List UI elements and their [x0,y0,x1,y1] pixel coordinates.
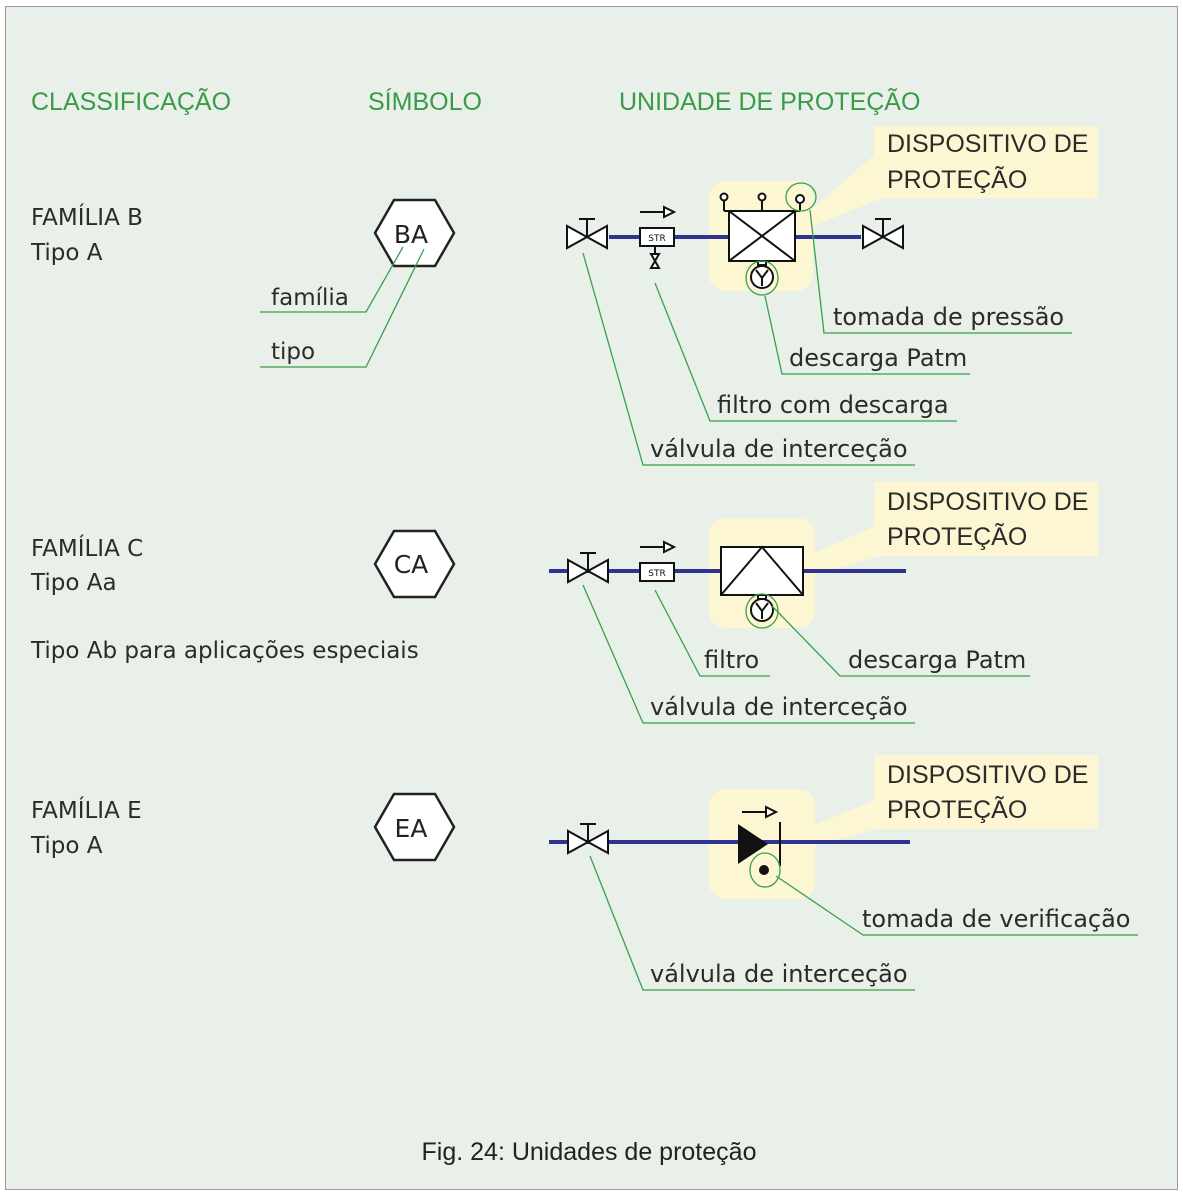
figure-frame [5,6,1178,1190]
type-label: Tipo Aa [30,570,117,596]
type-label: Tipo A [30,240,103,266]
header-classification: CLASSIFICAÇÃO [31,87,231,116]
symbol-code: EA [395,814,428,843]
shutoff-valve-icon [862,218,904,250]
valve-leader [582,584,915,724]
special-note: Tipo Ab para aplicações especiais [30,638,419,664]
device-label-1: DISPOSITIVO DE [887,761,1088,789]
family-label: FAMÍLIA C [31,534,143,562]
discharge-leader [771,605,1030,677]
check-tap-leader [775,875,1138,936]
valve-label: válvula de interceção [650,960,908,988]
device-label-1: DISPOSITIVO DE [887,488,1088,516]
symbol-code: BA [394,220,428,249]
device-label-2: PROTEÇÃO [887,795,1027,824]
family-leader-line [260,246,404,313]
pressure-tap-highlight [785,182,817,212]
type-label: Tipo A [30,833,103,859]
check-tap-highlight [749,852,781,888]
protection-device-icon [719,192,805,289]
filter-leader [654,282,957,422]
shutoff-valve-icon [566,218,608,250]
valve-leader [582,252,915,466]
figure-caption: Fig. 24: Unidades de proteção [422,1138,757,1166]
callout-pointer [806,150,880,228]
shutoff-valve-icon [567,823,609,855]
symbol-code: CA [394,550,429,579]
discharge-label: descarga Patm [848,646,1026,674]
protection-device-icon [720,545,804,622]
row-family-e: FAMÍLIA E Tipo A EA DISPOSITIVO DE PROTE… [30,755,1138,991]
family-label: FAMÍLIA B [31,203,143,231]
symbol-type-label: tipo [271,339,315,365]
pressure-tap-label: tomada de pressão [833,303,1064,331]
device-label-2: PROTEÇÃO [887,165,1027,194]
hexagon-symbol [373,792,456,862]
family-label: FAMÍLIA E [31,796,142,824]
device-callout-box [874,126,1098,198]
row-family-b: FAMÍLIA B Tipo A BA família tipo DISPOSI… [30,126,1098,466]
device-callout-box [874,482,1098,556]
header-unit: UNIDADE DE PROTEÇÃO [619,87,920,116]
pressure-tap-leader [809,209,1072,334]
hexagon-symbol [373,198,456,268]
check-valve-icon [738,805,781,875]
discharge-highlight [745,593,779,629]
shutoff-valve-icon [567,552,609,584]
row-family-c: FAMÍLIA C Tipo Aa Tipo Ab para aplicaçõe… [30,482,1098,724]
discharge-highlight [745,260,779,296]
device-callout-box [874,755,1098,829]
valve-label: válvula de interceção [650,693,908,721]
filter-icon: STR [639,205,677,269]
check-tap-label: tomada de verificação [862,905,1131,933]
device-label-1: DISPOSITIVO DE [887,130,1088,158]
discharge-leader [764,295,970,375]
callout-pointer [812,524,880,575]
filter-label: filtro com descarga [717,391,949,419]
discharge-label: descarga Patm [789,344,967,372]
callout-pointer [812,798,880,846]
symbol-family-label: família [271,285,349,311]
filter-tag: STR [648,569,665,579]
hexagon-symbol [373,529,456,599]
device-label-2: PROTEÇÃO [887,522,1027,551]
filter-icon: STR [639,540,677,582]
valve-label: válvula de interceção [650,435,908,463]
filter-leader [654,589,770,677]
header-symbol: SÍMBOLO [368,87,482,116]
filter-label: filtro [704,646,759,674]
filter-tag: STR [648,234,665,244]
valve-leader [589,855,915,991]
type-leader-line [260,248,425,368]
